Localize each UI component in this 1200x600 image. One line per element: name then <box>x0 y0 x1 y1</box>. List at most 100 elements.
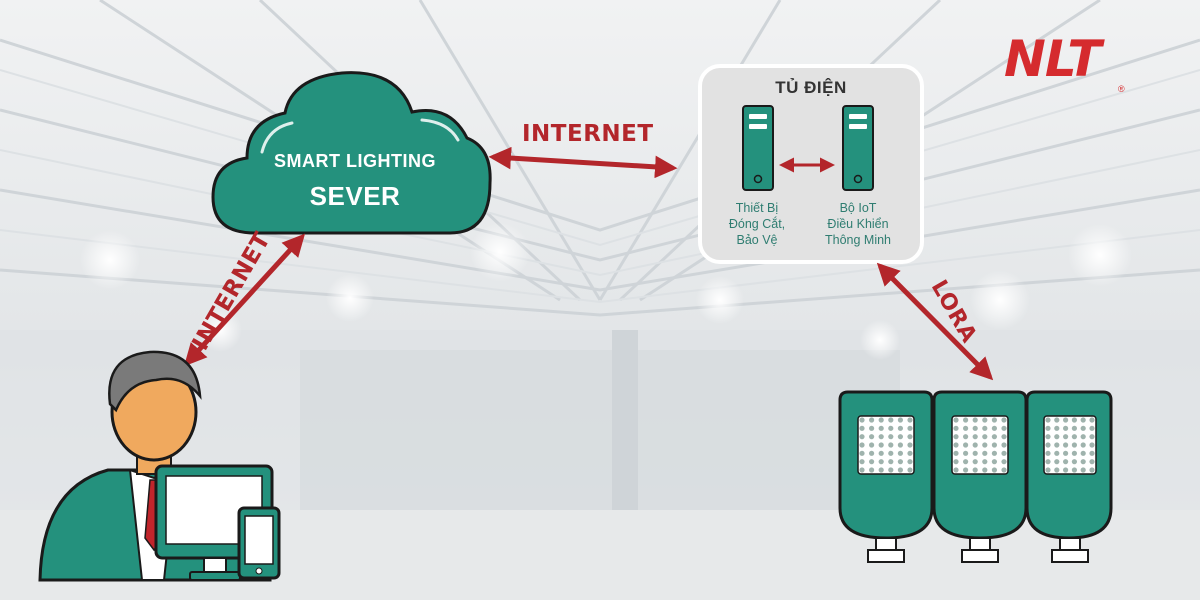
led-dot <box>1071 467 1077 473</box>
led-dot <box>1089 467 1095 473</box>
led-dot <box>878 467 884 473</box>
server-tower-icon <box>742 105 774 191</box>
led-dot <box>1045 442 1051 448</box>
led-dot <box>1054 442 1060 448</box>
iot-controller-line: Bộ IoT <box>839 201 877 215</box>
led-dot <box>869 442 875 448</box>
iot-controller-label: Bộ IoT Điều Khiển Thông Minh <box>815 200 901 248</box>
led-dot <box>859 425 865 431</box>
led-dot <box>963 434 969 440</box>
led-dot <box>991 417 998 423</box>
led-dot <box>907 434 913 440</box>
led-dot <box>953 467 959 473</box>
led-dot <box>963 467 969 473</box>
led-dot <box>1089 442 1095 448</box>
led-dot <box>972 467 978 473</box>
server-cabinet-arrow <box>488 146 678 179</box>
led-dot <box>953 425 959 431</box>
iot-controller-line: Điều Khiển <box>827 217 889 231</box>
led-dot <box>1071 442 1077 448</box>
led-dot <box>982 459 988 465</box>
led-dot <box>859 417 865 423</box>
led-dot <box>1001 467 1007 473</box>
led-dot <box>1071 425 1077 431</box>
led-dot <box>1089 459 1095 465</box>
led-dot <box>897 417 904 423</box>
led-dot <box>953 450 959 456</box>
switching-device-line: Đóng Cắt, <box>728 217 786 231</box>
led-dot <box>888 467 894 473</box>
led-dot <box>897 434 904 440</box>
led-dot <box>991 450 998 456</box>
led-dot <box>869 425 875 431</box>
street-light-1-icon <box>838 390 934 563</box>
led-dot <box>953 434 959 440</box>
led-dot <box>972 450 978 456</box>
led-dot <box>878 442 884 448</box>
led-dot <box>963 417 969 423</box>
led-dot <box>1080 467 1086 473</box>
switching-device-label: Thiết Bị Đóng Cắt, Bảo Vệ <box>714 200 800 248</box>
led-dot <box>982 434 988 440</box>
led-dot <box>897 425 904 431</box>
led-dot <box>869 417 875 423</box>
led-dot <box>972 434 978 440</box>
iot-controller-line: Thông Minh <box>824 233 891 247</box>
led-dot <box>859 442 865 448</box>
switching-device-line: Bảo Vệ <box>736 233 778 247</box>
led-dot <box>1054 425 1060 431</box>
led-dot <box>897 459 904 465</box>
led-dot <box>1080 450 1086 456</box>
led-dot <box>859 459 865 465</box>
led-dot <box>1063 450 1069 456</box>
led-dot <box>972 417 978 423</box>
led-dot <box>1001 450 1007 456</box>
led-dot <box>1089 425 1095 431</box>
led-dot <box>1045 417 1051 423</box>
led-dot <box>1045 450 1051 456</box>
led-dot <box>991 442 998 448</box>
led-dot <box>1071 434 1077 440</box>
led-dot <box>869 467 875 473</box>
led-dot <box>897 450 904 456</box>
led-dot <box>897 467 904 473</box>
registered-mark: ® <box>1118 84 1125 94</box>
server-title-line1: SMART LIGHTING <box>274 151 436 171</box>
led-dot <box>953 442 959 448</box>
led-dot <box>1063 425 1069 431</box>
led-dot <box>1063 434 1069 440</box>
led-dot <box>869 434 875 440</box>
led-dot <box>1045 425 1051 431</box>
led-dot <box>888 450 894 456</box>
user-server-arrow <box>183 233 306 367</box>
led-dot <box>859 434 865 440</box>
led-dot <box>1001 425 1007 431</box>
led-dot <box>1063 459 1069 465</box>
led-dot <box>907 425 913 431</box>
led-dot <box>1045 459 1051 465</box>
street-light-3-icon <box>1025 390 1113 563</box>
switching-device-line: Thiết Bị <box>735 201 779 215</box>
led-dot <box>1001 434 1007 440</box>
led-dot <box>953 459 959 465</box>
led-dot <box>859 467 865 473</box>
iot-controller-icon <box>842 105 874 191</box>
led-dot <box>897 442 904 448</box>
led-dot <box>869 459 875 465</box>
led-dot <box>963 450 969 456</box>
led-dot <box>907 459 913 465</box>
led-dot <box>1071 459 1077 465</box>
led-dot <box>869 450 875 456</box>
led-dot <box>878 450 884 456</box>
led-dot <box>991 459 998 465</box>
cabinet-lights-arrow <box>876 262 994 381</box>
led-dot <box>1001 459 1007 465</box>
smartphone-icon <box>237 506 281 580</box>
led-dot <box>1001 442 1007 448</box>
server-cabinet-link-label: INTERNET <box>522 121 654 147</box>
led-dot <box>972 442 978 448</box>
led-dot <box>878 434 884 440</box>
led-dot <box>991 467 998 473</box>
led-dot <box>1054 434 1060 440</box>
